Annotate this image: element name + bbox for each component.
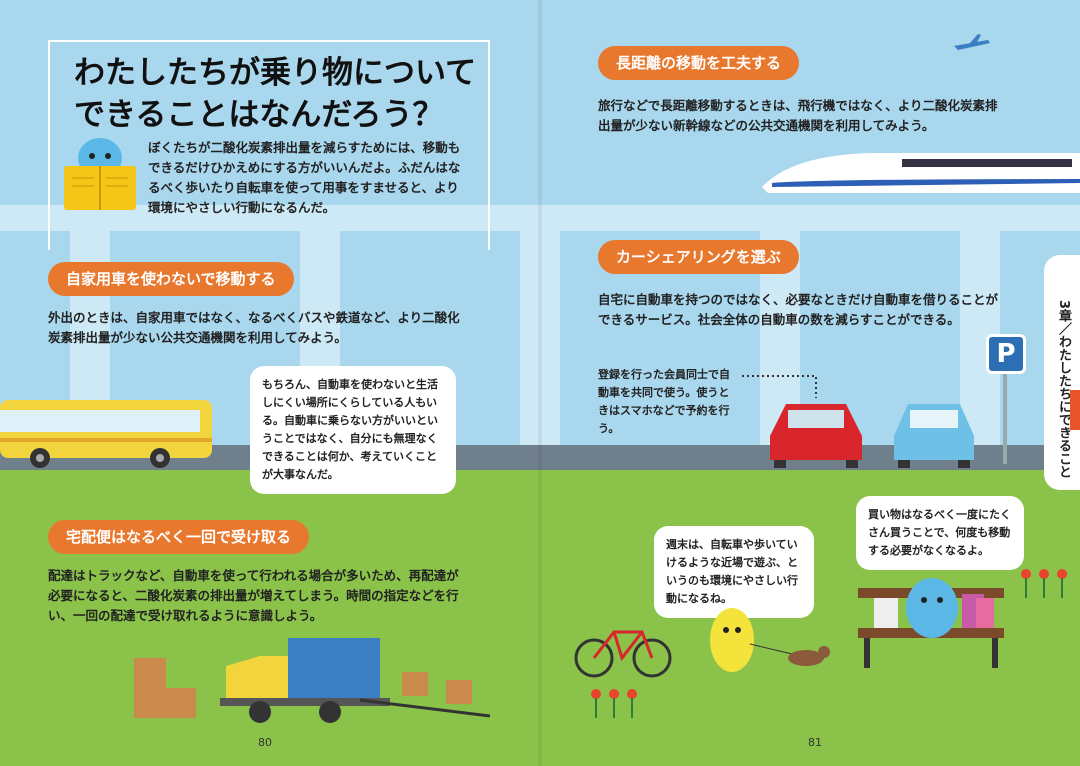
bicycle-icon [574, 630, 672, 678]
speech-bubble-car: もちろん、自動車を使わないと生活しにくい場所にくらしている人もいる。自動車に乗ら… [250, 366, 456, 494]
chapter-tab-label: 3章／わたしたちにできること [1056, 300, 1071, 479]
airplane-icon [954, 34, 990, 50]
page-title: わたしたちが乗り物について できることはなんだろう？ [74, 52, 494, 136]
chapter-tab-marker [1070, 390, 1080, 430]
speech-bubble-weekend: 週末は、自転車や歩いていけるような近場で遊ぶ、というのも環境にやさしい行動になる… [654, 526, 814, 618]
parking-sign-icon: P [986, 334, 1026, 374]
intro-text: ぼくたちが二酸化炭素排出量を減らすためには、移動もできるだけひかえめにする方がい… [148, 140, 461, 215]
section-body-car: 外出のときは、自家用車ではなく、なるべくバスや鉄道など、より二酸化炭素排出量が少… [48, 310, 460, 345]
page-number-right: 81 [808, 736, 822, 749]
flowers-icon [591, 689, 637, 718]
title-frame [48, 40, 490, 250]
parking-sign-pole [1003, 374, 1007, 464]
car-sharing-note: 登録を行った会員同士で自動車を共同で使う。使うときはスマホなどで予約を行う。 [598, 368, 730, 435]
speech-bubble-shopping: 買い物はなるべく一度にたくさん買うことで、何度も移動する必要がなくなるよ。 [856, 496, 1024, 570]
yellow-mascot-with-dog-icon [710, 608, 830, 672]
section-heading-car-sharing: カーシェアリングを選ぶ [598, 240, 799, 274]
bench-mascot-icon [858, 578, 1004, 668]
flowers-icon [1021, 569, 1067, 598]
title-line-2: できることはなんだろう？ [74, 97, 444, 133]
page-number-left: 80 [258, 736, 272, 749]
book-spine [538, 0, 542, 766]
section-heading-long-distance: 長距離の移動を工夫する [598, 46, 800, 80]
bus-illustration [0, 400, 212, 468]
shinkansen-illustration [762, 153, 1080, 193]
shared-cars-illustration [770, 404, 974, 468]
chapter-tab [1044, 255, 1080, 490]
section-heading-delivery: 宅配便はなるべく一回で受け取る [48, 520, 310, 554]
section-body-long-distance: 旅行などで長距離移動するときは、飛行機ではなく、より二酸化炭素排出量が少ない新幹… [598, 98, 998, 133]
bridge-pillar [520, 231, 560, 445]
title-line-1: わたしたちが乗り物について [74, 55, 477, 91]
elevated-track [0, 205, 1080, 231]
reading-mascot-icon [64, 138, 136, 210]
section-heading-car: 自家用車を使わないで移動する [48, 262, 294, 296]
section-body-car-sharing: 自宅に自動車を持つのではなく、必要なときだけ自動車を借りることができるサービス。… [598, 292, 999, 327]
section-body-delivery: 配達はトラックなど、自動車を使って行われる場合が多いため、再配達が必要になると、… [48, 568, 459, 623]
delivery-truck-illustration [134, 638, 490, 723]
